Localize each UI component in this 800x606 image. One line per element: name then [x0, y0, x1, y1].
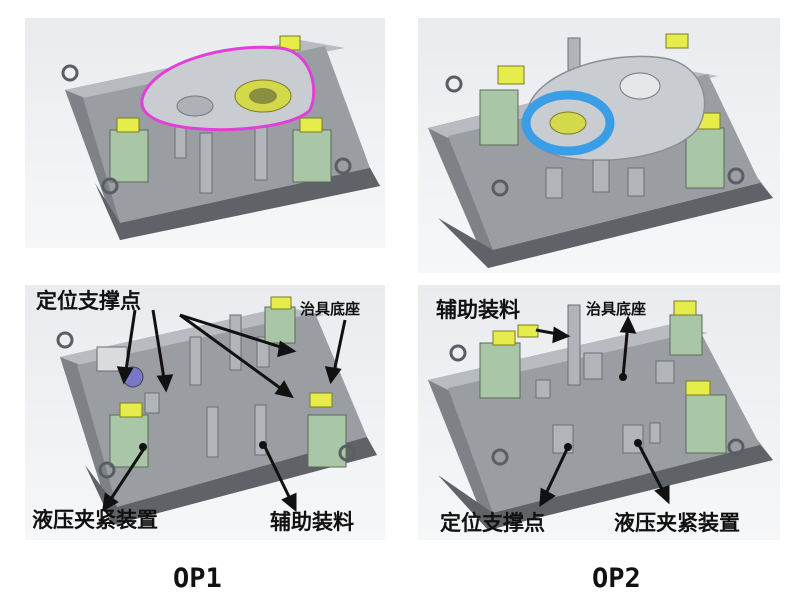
op2-annotation-arrows [535, 315, 670, 507]
op2-locating-support-label: 定位支撑点 [440, 511, 545, 535]
op1-clamp-top [264, 296, 296, 344]
op2-clamp-left [479, 324, 539, 399]
op1-clamp-right [307, 392, 347, 468]
op1-annotation-arrows [102, 309, 347, 513]
op1-top-clamp-right [292, 117, 332, 183]
op1-fixture-base-label: 治具底座 [300, 300, 361, 318]
op1-labeled-fixture-render [56, 296, 377, 525]
op1-locating-support-label: 定位支撑点 [36, 289, 141, 313]
op1-fixture-with-part-image [25, 18, 385, 248]
op2-fixture-with-part-render [428, 33, 773, 268]
op1-fixture-with-part-render [61, 35, 380, 240]
op2-part-casting [521, 55, 706, 162]
op1-part-casting [140, 45, 316, 132]
op1-labeled-fixture-image [25, 285, 385, 540]
op1-clamp-left [109, 392, 160, 468]
op2-top-clamp-right [685, 112, 725, 189]
op2-labeled-fixture-image [418, 285, 780, 540]
op2-hydraulic-clamp-label: 液压夹紧装置 [614, 511, 740, 535]
op1-hydraulic-clamp-label: 液压夹紧装置 [32, 508, 158, 532]
op1-top-clamp-left [109, 117, 149, 183]
op2-fixture-base-label: 治具底座 [586, 300, 647, 318]
op2-auxiliary-loading-label: 辅助装料 [436, 298, 520, 322]
op1-caption: OP1 [173, 563, 222, 594]
op2-labeled-fixture-render [428, 300, 773, 530]
op1-auxiliary-loading-label: 辅助装料 [270, 510, 354, 534]
op2-fixture-with-part-image [418, 18, 780, 273]
op2-top-clamp-left [479, 65, 525, 146]
op2-clamp-top [669, 300, 703, 356]
op2-clamp-right [685, 380, 727, 454]
op2-caption: OP2 [592, 563, 641, 594]
